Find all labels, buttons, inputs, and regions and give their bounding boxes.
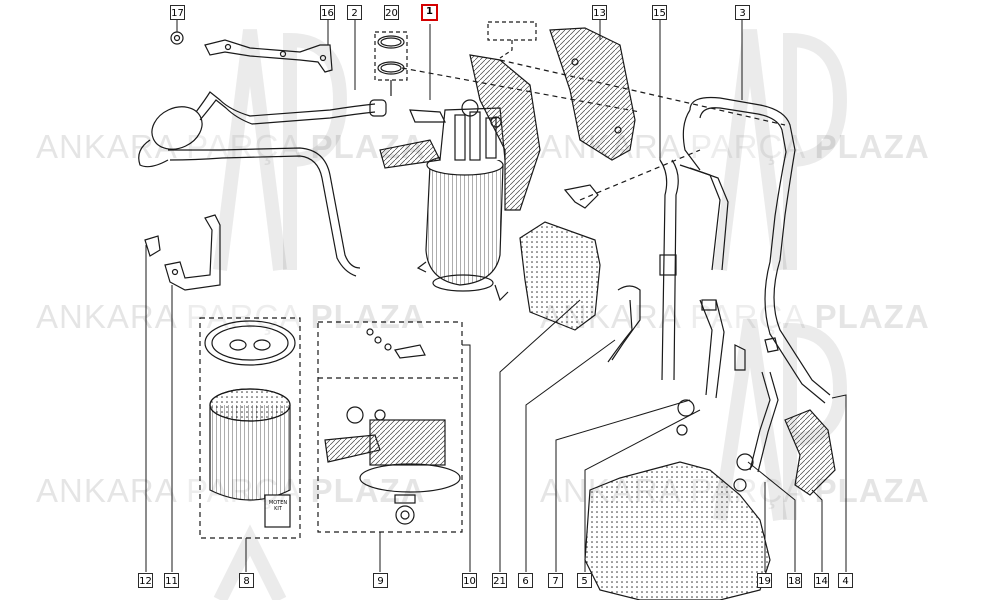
control-unit-21	[519, 221, 601, 331]
filter-kit-card	[264, 494, 291, 528]
callout-1[interactable]: 1	[421, 4, 438, 21]
injection-pump	[584, 461, 771, 600]
callout-18[interactable]: 18	[787, 573, 802, 588]
filter-kit-label: MOTEN KIT	[268, 500, 288, 512]
pipe-15	[659, 159, 668, 381]
callout-20[interactable]: 20	[384, 5, 399, 20]
bracket-16	[204, 39, 333, 73]
kit-8-box	[199, 317, 301, 539]
leader-lines	[145, 20, 847, 572]
washer-17	[170, 31, 184, 45]
callout-15[interactable]: 15	[652, 5, 667, 20]
primer-bulb	[151, 106, 203, 150]
watermark-logo	[213, 29, 848, 600]
callout-12[interactable]: 12	[138, 573, 153, 588]
callout-7[interactable]: 7	[548, 573, 563, 588]
callout-5[interactable]: 5	[577, 573, 592, 588]
callout-10[interactable]: 10	[462, 573, 477, 588]
callout-14[interactable]: 14	[814, 573, 829, 588]
bracket-11	[144, 235, 161, 257]
callout-8[interactable]: 8	[239, 573, 254, 588]
callout-11[interactable]: 11	[164, 573, 179, 588]
callout-21[interactable]: 21	[492, 573, 507, 588]
callout-4[interactable]: 4	[838, 573, 853, 588]
callout-17[interactable]: 17	[170, 5, 185, 20]
heat-shield-13	[549, 27, 636, 161]
callout-2[interactable]: 2	[347, 5, 362, 20]
callout-13[interactable]: 13	[592, 5, 607, 20]
hose-3	[689, 96, 831, 396]
callout-3[interactable]: 3	[735, 5, 750, 20]
callout-16[interactable]: 16	[320, 5, 335, 20]
callout-9[interactable]: 9	[373, 573, 388, 588]
fuel-filter-assembly	[379, 54, 541, 302]
bracket-14	[784, 409, 836, 496]
o-ring-top	[377, 35, 405, 49]
line-art	[138, 21, 836, 600]
callout-19[interactable]: 19	[757, 573, 772, 588]
kit-9-box	[317, 321, 463, 533]
callout-6[interactable]: 6	[518, 573, 533, 588]
